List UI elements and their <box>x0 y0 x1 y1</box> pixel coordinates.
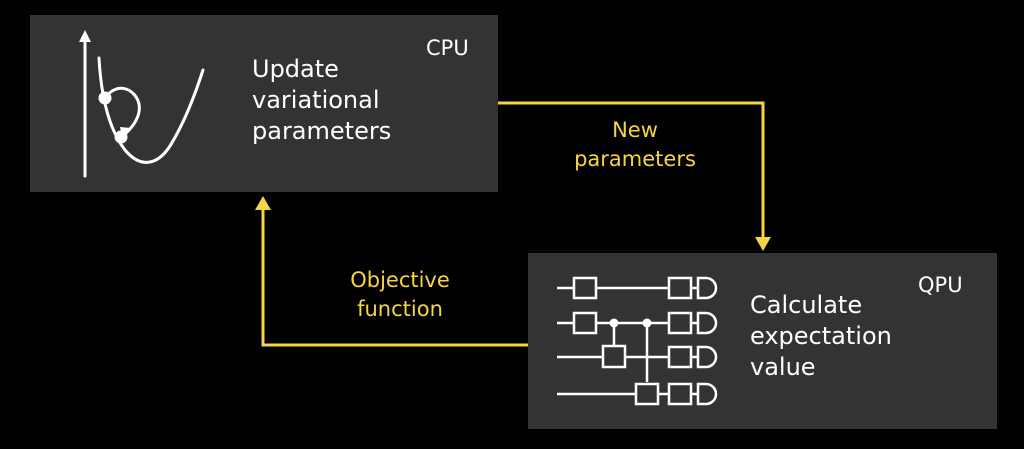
optimization-curve-icon <box>79 30 205 178</box>
new-parameters-label-line: New <box>612 118 658 142</box>
qpu-description-line: expectation <box>750 322 892 350</box>
qpu-description: Calculate expectation value <box>750 290 892 383</box>
quantum-circuit-icon <box>557 276 718 406</box>
new-parameters-arrow <box>498 101 765 238</box>
objective-function-label: Objective function <box>330 266 470 324</box>
optimization-point <box>114 130 128 144</box>
optimization-point <box>98 91 112 105</box>
qpu-description-line: Calculate <box>750 291 863 319</box>
objective-function-label-line: function <box>357 297 443 321</box>
control-dot <box>642 318 652 328</box>
qpu-box <box>528 253 997 429</box>
cpu-description-line: variational <box>252 86 380 114</box>
cpu-description-line: parameters <box>252 117 392 145</box>
objective-function-label-line: Objective <box>350 268 450 292</box>
new-parameters-label-line: parameters <box>574 147 696 171</box>
control-dot <box>609 318 619 328</box>
new-parameters-label: New parameters <box>560 116 710 174</box>
objective-function-arrow <box>261 209 528 347</box>
cpu-label: CPU <box>426 36 469 60</box>
qpu-label: QPU <box>918 273 963 297</box>
objective-function-arrowhead-icon <box>255 196 271 210</box>
qpu-description-line: value <box>750 353 816 381</box>
cpu-description-line: Update <box>252 55 339 83</box>
cpu-description: Update variational parameters <box>252 54 391 147</box>
new-parameters-arrowhead-icon <box>755 237 771 251</box>
